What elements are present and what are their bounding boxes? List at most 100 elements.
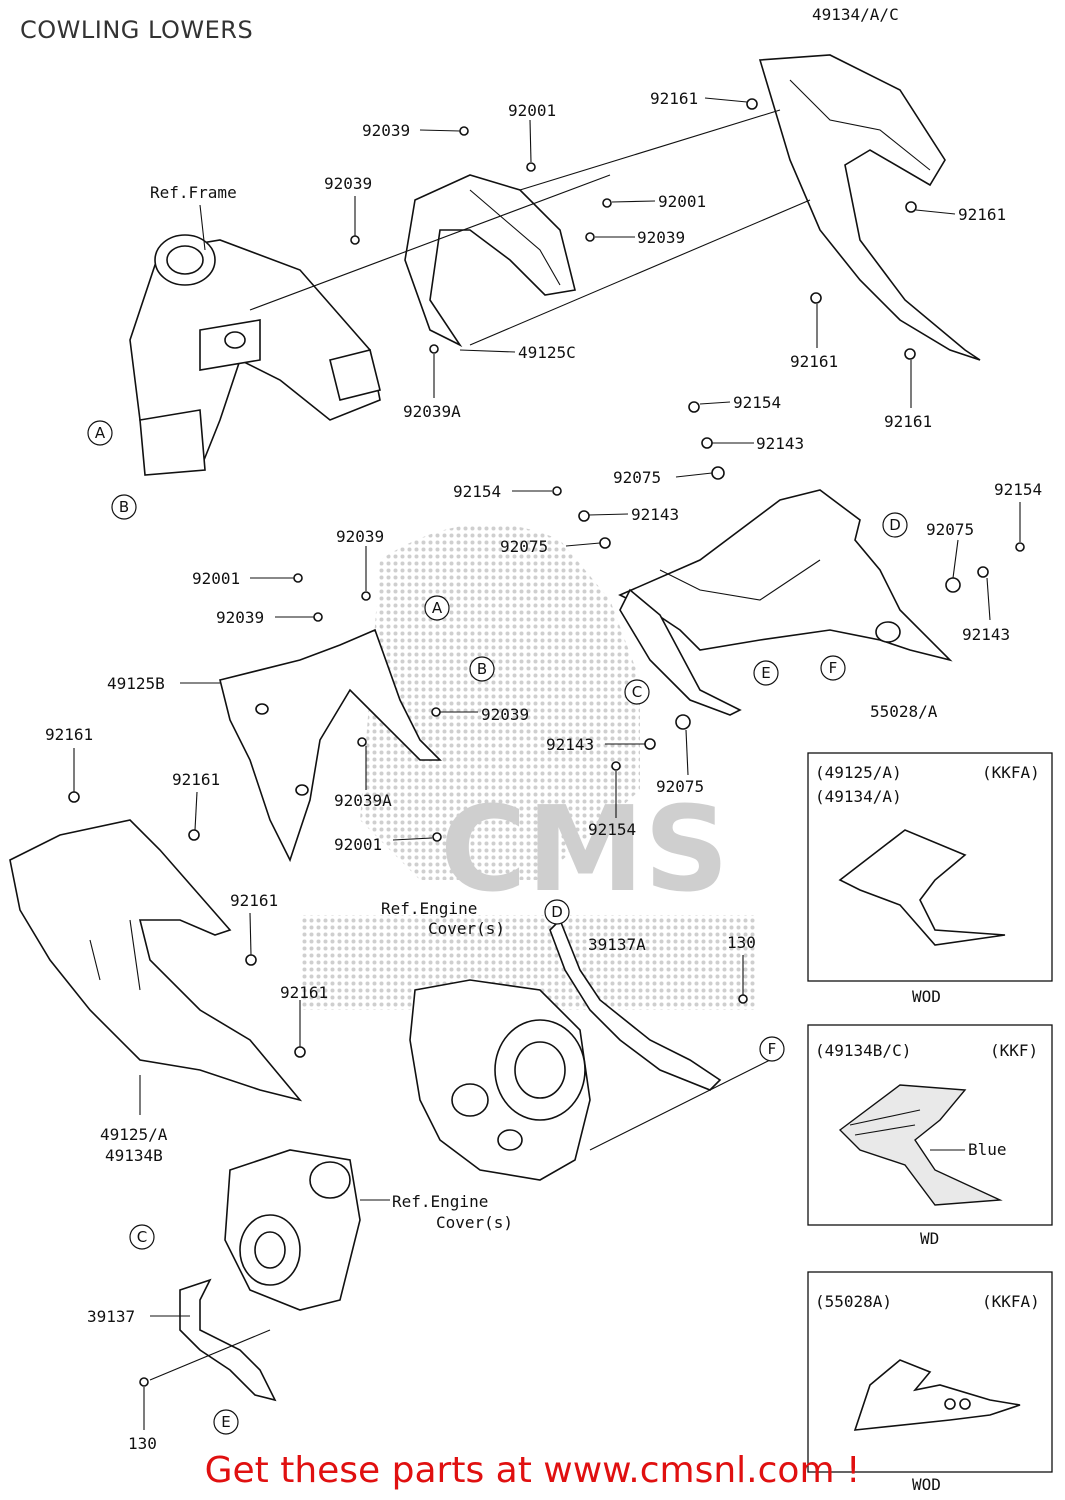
callout-circle-b2 (469, 656, 495, 682)
watermark-text: CMS (440, 780, 729, 918)
engine-cover-center (409, 979, 591, 1181)
part-label: 130 (128, 1434, 157, 1453)
part-label: 92039A (334, 791, 392, 810)
part-49125a-49134b (9, 819, 303, 1102)
part-label: Ref.Engine (381, 899, 477, 918)
variant-code: (KKFA) (982, 763, 1040, 782)
part-label: 92154 (994, 480, 1042, 499)
page-title: COWLING LOWERS (20, 16, 254, 44)
frame-reference (129, 234, 381, 476)
part-49134-a-c (758, 54, 981, 361)
part-49125b (219, 628, 442, 863)
callout-f: F (829, 659, 838, 677)
part-label: 92075 (926, 520, 974, 539)
callout-circle-e (753, 660, 779, 686)
variant-part-line: (55028A) (815, 1292, 892, 1311)
callout-e2: E (221, 1413, 230, 1431)
variant-color-note: Blue (968, 1140, 1007, 1159)
variant-color-code: WOD (912, 1475, 941, 1494)
part-label: 92039 (324, 174, 372, 193)
callout-a2: A (432, 599, 443, 617)
part-label: 92075 (500, 537, 548, 556)
part-label: 92143 (631, 505, 679, 524)
part-label: Ref.Frame (150, 183, 237, 202)
variant-code: (KKF) (990, 1041, 1038, 1060)
callouts: A B D E F A B C D F C E (87, 420, 908, 1435)
part-label: 92039 (336, 527, 384, 546)
callout-circle-c (624, 679, 650, 705)
part-label: Cover(s) (436, 1213, 513, 1232)
part-label: 92039 (362, 121, 410, 140)
part-label: 92143 (546, 735, 594, 754)
part-label: Cover(s) (428, 919, 505, 938)
part-label: 92039 (637, 228, 685, 247)
part-label: 49134/A/C (812, 5, 899, 24)
callout-circle-f2 (759, 1036, 785, 1062)
callout-circle-d2 (544, 899, 570, 925)
part-label: 92143 (756, 434, 804, 453)
part-55028a (618, 489, 953, 716)
part-label: Ref.Engine (392, 1192, 488, 1211)
part-label: 49134B (105, 1146, 163, 1165)
leader-lines (73, 97, 1021, 1430)
part-label: 92161 (650, 89, 698, 108)
callout-circle-c2 (129, 1224, 155, 1250)
part-label: 49125/A (100, 1125, 168, 1144)
part-label: 92001 (192, 569, 240, 588)
part-label: 92001 (334, 835, 382, 854)
variant-code: (KKFA) (982, 1292, 1040, 1311)
variant-color-code: WD (920, 1229, 939, 1248)
callout-circle-a2 (424, 595, 450, 621)
variant-part-line: (49134B/C) (815, 1041, 911, 1060)
callout-e: E (761, 664, 770, 682)
callout-d2: D (551, 903, 563, 921)
part-label: 92039A (403, 402, 461, 421)
callout-f2: F (768, 1040, 777, 1058)
part-label: 92161 (172, 770, 220, 789)
variant-box-1: (49125/A) (49134/A) (KKFA) WOD (807, 752, 1053, 1006)
part-49125c (404, 174, 576, 348)
part-label: 92001 (508, 101, 556, 120)
part-label: 92161 (958, 205, 1006, 224)
callout-circle-b (111, 494, 137, 520)
part-label: 92161 (790, 352, 838, 371)
callout-b2: B (477, 660, 487, 678)
bracket-39137 (179, 1278, 277, 1402)
part-label: 92039 (216, 608, 264, 627)
callout-c: C (632, 683, 642, 701)
part-label: 92001 (658, 192, 706, 211)
part-label: 92154 (453, 482, 501, 501)
part-label: 92161 (230, 891, 278, 910)
promo-banner[interactable]: Get these parts at www.cmsnl.com ! (204, 1450, 861, 1491)
part-label: 92161 (884, 412, 932, 431)
part-label: 130 (727, 933, 756, 952)
part-label: 55028/A (870, 702, 938, 721)
part-label: 92075 (656, 777, 704, 796)
callout-b: B (119, 498, 129, 516)
callout-circle-a (87, 420, 113, 446)
callout-circle-e2 (213, 1409, 239, 1435)
variant-color-code: WOD (912, 987, 941, 1006)
part-label: 49125C (518, 343, 576, 362)
part-label: 39137A (588, 935, 646, 954)
part-label: 92161 (280, 983, 328, 1002)
part-label: 49125B (107, 674, 165, 693)
part-label: 39137 (87, 1307, 135, 1326)
callout-c2: C (137, 1228, 147, 1246)
variant-box-2: (49134B/C) (KKF) Blue WD (807, 1024, 1053, 1248)
variant-part-line: (49134/A) (815, 787, 902, 806)
callout-a: A (95, 424, 106, 442)
part-label: 92039 (481, 705, 529, 724)
callout-d: D (889, 516, 901, 534)
callout-circle-d (882, 512, 908, 538)
callout-circle-f (820, 655, 846, 681)
variant-box-3: (55028A) (KKFA) WOD (807, 1271, 1053, 1494)
variant-part-line: (49125/A) (815, 763, 902, 782)
engine-cover-lower (224, 1149, 361, 1311)
part-label: 92154 (733, 393, 781, 412)
part-label: 92161 (45, 725, 93, 744)
part-label: 92143 (962, 625, 1010, 644)
part-label: 92154 (588, 820, 636, 839)
part-labels: 49134/A/C 92161 92001 92039 Ref.Frame 92… (45, 5, 1042, 1453)
